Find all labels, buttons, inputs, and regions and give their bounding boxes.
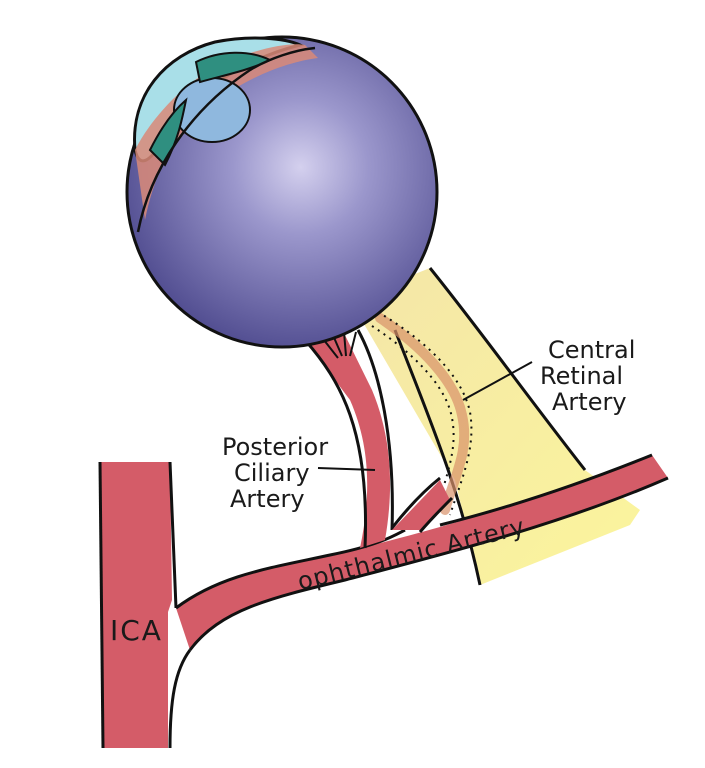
central-retinal-label-2: Retinal [540, 362, 623, 390]
central-retinal-leader [462, 361, 533, 401]
posterior-ciliary-leader [317, 467, 376, 471]
posterior-ciliary-artery [305, 325, 391, 548]
ica-right-edge-upper [168, 461, 178, 609]
posterior-ciliary-label-2: Ciliary [234, 459, 310, 487]
ophthalmic-artery-lower-edge [188, 476, 669, 651]
central-retinal-label-1: Central [548, 336, 635, 364]
central-retinal-artery-dots-a [377, 311, 473, 516]
retinal-branch [392, 480, 450, 530]
ica-label: ICA [110, 614, 163, 647]
posterior-ciliary-right-edge [356, 329, 394, 531]
retinal-branch-edge-b [418, 496, 454, 533]
central-retinal-label-3: Artery [552, 388, 627, 416]
globe-front-edge [136, 46, 316, 233]
posterior-ciliary-label-1: Posterior [222, 433, 328, 461]
optic-nerve-lower-edge [393, 329, 482, 586]
posterior-ciliary-label-3: Artery [230, 485, 305, 513]
ica-left-edge [98, 461, 105, 749]
ophthalmic-artery-upper-edge [175, 453, 653, 610]
retinal-branch-edge-a [390, 476, 441, 529]
ica-right-edge-lower [168, 649, 192, 749]
optic-nerve-upper-edge [428, 267, 587, 471]
lens [173, 77, 251, 143]
ophthalmic-artery [176, 455, 668, 650]
internal-carotid-artery [100, 462, 172, 748]
central-retinal-artery-path [375, 313, 470, 515]
posterior-ciliary-left-edge [303, 339, 368, 549]
